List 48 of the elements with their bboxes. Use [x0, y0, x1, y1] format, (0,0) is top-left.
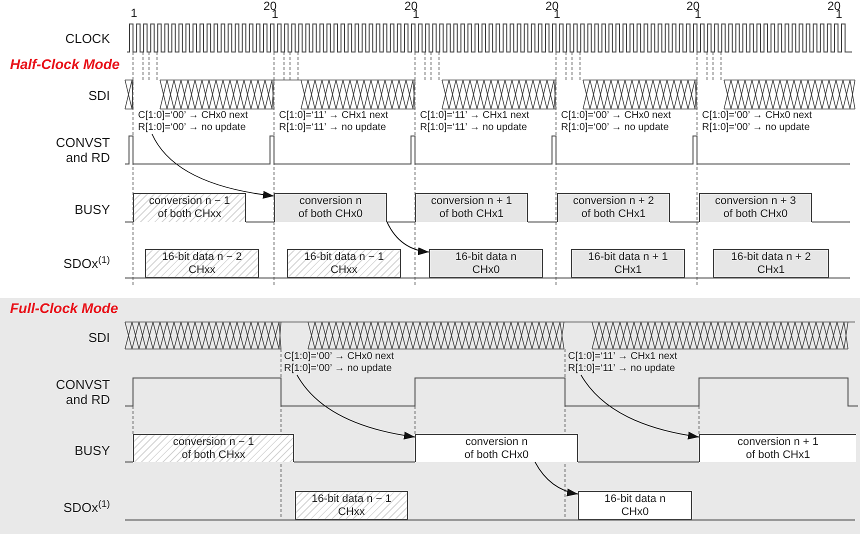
signal-label: SDI [88, 330, 110, 345]
signal-label: SDI [88, 88, 110, 103]
data-output-frame: 16-bit data n CHx0 [578, 491, 692, 520]
signal-label: CONVST and RD [54, 377, 110, 407]
signal-label: CLOCK [65, 31, 110, 46]
data-output-frame: 16-bit data n − 1 CHxx [295, 491, 408, 520]
clock-count-label: 20 [404, 0, 418, 12]
command-note: C[1:0]=‘11’ → CHx1 next R[1:0]=‘11’ → no update [568, 351, 698, 375]
busy-pulse: conversion n − 1 of both CHxx [133, 193, 246, 222]
data-output-frame: 16-bit data n − 2 CHxx [145, 249, 259, 278]
data-output-frame: 16-bit data n − 1 CHxx [287, 249, 401, 278]
mode-heading: Half-Clock Mode [10, 56, 120, 72]
clock-count-label: 20 [686, 0, 700, 12]
signal-label: SDOx$^{(1)}$ [63, 500, 110, 515]
command-note: C[1:0]=‘11’ → CHx1 next [279, 110, 388, 122]
command-note: R[1:0]=‘00’ → no update [561, 122, 669, 134]
curved-arrow [152, 134, 274, 199]
signal-label: BUSY [74, 202, 110, 217]
clock-count-label: 20 [545, 0, 559, 12]
command-note: C[1:0]=‘00’ → CHx0 next [702, 110, 812, 122]
data-output-frame: 16-bit data n + 2 CHx1 [713, 249, 829, 278]
busy-pulse: conversion n + 3 of both CHx0 [699, 193, 812, 222]
data-output-frame: 16-bit data n + 1 CHx1 [571, 249, 685, 278]
command-note: C[1:0]=‘11’ → CHx1 next [420, 110, 530, 122]
command-note: R[1:0]=‘11’ → no update [279, 122, 386, 134]
clock-count-label: 20 [827, 0, 841, 12]
busy-pulse: conversion n + 1 of both CHx1 [415, 193, 528, 222]
clock-count-label: 20 [263, 0, 277, 12]
busy-pulse: conversion n − 1 of both CHxx [133, 434, 294, 462]
curved-arrow [386, 222, 430, 255]
busy-pulse: conversion n of both CHx0 [274, 193, 387, 222]
clock-count-label: 1 [130, 7, 138, 19]
command-note: C[1:0]=‘00’ → CHx0 next [561, 110, 671, 122]
mode-heading: Full-Clock Mode [10, 300, 118, 316]
signal-label: BUSY [74, 443, 110, 458]
command-note: R[1:0]=‘11’ → no update [420, 122, 528, 134]
busy-pulse: conversion n of both CHx0 [415, 434, 578, 462]
command-note: C[1:0]=‘00’ → CHx0 next R[1:0]=‘00’ → no update [138, 110, 268, 134]
curved-arrow [296, 374, 416, 440]
command-note: C[1:0]=‘00’ → CHx0 next R[1:0]=‘00’ → no update [284, 351, 414, 375]
curved-arrow [580, 374, 700, 440]
command-note: R[1:0]=‘00’ → no update [702, 122, 810, 134]
data-output-frame: 16-bit data n CHx0 [429, 249, 543, 278]
busy-pulse: conversion n + 1 of both CHx1 [699, 434, 856, 462]
curved-arrow [534, 462, 578, 496]
busy-pulse: conversion n + 2 of both CHx1 [557, 193, 670, 222]
signal-label: SDOx$^{(1)}$ [63, 256, 110, 271]
signal-label: CONVST and RD [54, 135, 110, 165]
